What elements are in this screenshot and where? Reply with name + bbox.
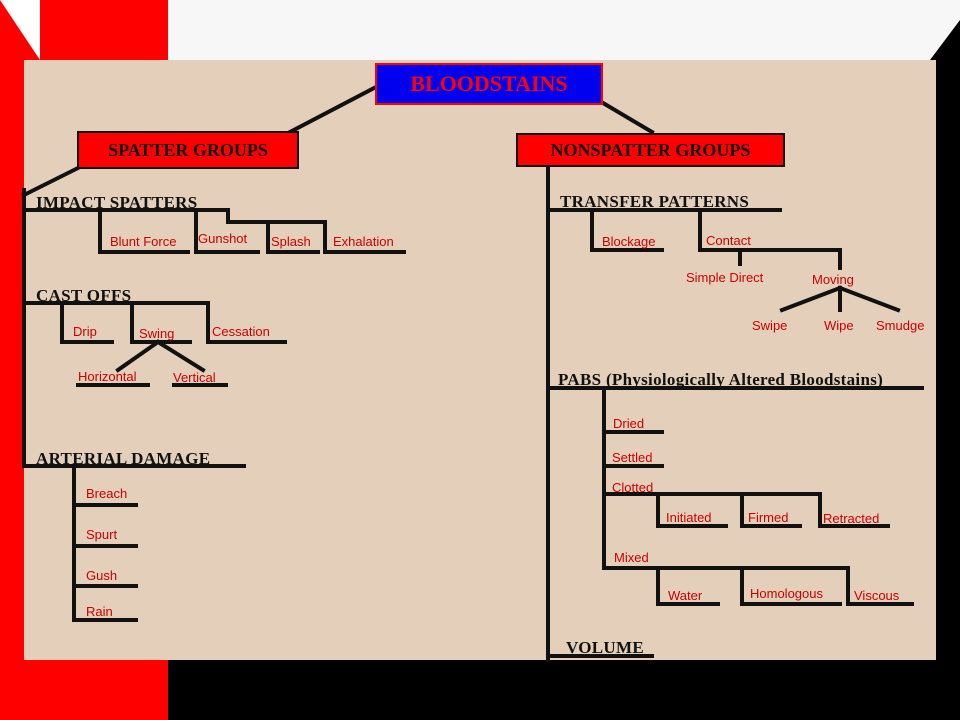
cast-off-item-cessation: Cessation	[212, 324, 270, 339]
impact-item-splash: Splash	[271, 234, 311, 249]
arterial-damage-label: ARTERIAL DAMAGE	[36, 449, 211, 468]
cast-offs-label: CAST OFFS	[36, 286, 132, 305]
spatter-groups-box: SPATTER GROUPS	[77, 131, 299, 169]
pabs-label: PABS (Physiologically Altered Bloodstain…	[558, 370, 884, 389]
root-to-nonspatter-line	[595, 97, 655, 135]
clotted-child-firmed: Firmed	[748, 510, 789, 525]
mixed-child-homologous: Homologous	[750, 586, 823, 601]
pabs-item-mixed: Mixed	[614, 550, 649, 565]
swing-child-horizontal: Horizontal	[78, 369, 137, 384]
clotted-child-initiated: Initiated	[666, 510, 712, 525]
cast-off-item-drip: Drip	[73, 324, 97, 339]
mixed-child-viscous: Viscous	[854, 588, 900, 603]
black-right-bar	[936, 60, 960, 720]
impact-item-blunt-force: Blunt Force	[110, 234, 177, 249]
volume-label: VOLUME	[566, 638, 644, 657]
contact-child-simple-direct: Simple Direct	[686, 270, 764, 285]
transfer-item-blockage: Blockage	[602, 234, 656, 249]
clotted-child-retracted: Retracted	[823, 511, 880, 526]
arterial-item-spurt: Spurt	[86, 527, 118, 542]
arterial-item-rain: Rain	[86, 604, 113, 619]
cast-off-item-swing: Swing	[139, 326, 175, 341]
impact-item-exhalation: Exhalation	[333, 234, 394, 249]
black-corner-wedge	[930, 20, 960, 60]
moving-child-swipe: Swipe	[752, 318, 788, 333]
contact-child-moving: Moving	[812, 272, 854, 287]
moving-child-smudge: Smudge	[876, 318, 925, 333]
pabs-item-clotted: Clotted	[612, 480, 654, 495]
arterial-item-breach: Breach	[86, 486, 128, 501]
impact-spatters-label: IMPACT SPATTERS	[36, 193, 198, 212]
spatter-to-trunk-line	[21, 165, 81, 198]
root-to-spatter-line	[287, 83, 381, 135]
root-node-bloodstains: BLOODSTAINS	[375, 63, 603, 105]
impact-item-gunshot: Gunshot	[198, 231, 248, 246]
red-bar-corner-cut	[0, 0, 40, 60]
moving-child-wipe: Wipe	[824, 318, 854, 333]
swing-child-vertical: Vertical	[173, 370, 216, 385]
arterial-item-gush: Gush	[86, 568, 118, 583]
black-bottom-bar	[168, 660, 960, 720]
pabs-item-settled: Settled	[612, 450, 653, 465]
transfer-item-contact: Contact	[706, 233, 751, 248]
mixed-child-water: Water	[668, 588, 703, 603]
transfer-patterns-label: TRANSFER PATTERNS	[560, 192, 750, 211]
pabs-item-dried: Dried	[613, 416, 645, 431]
nonspatter-groups-box: NONSPATTER GROUPS	[516, 133, 785, 167]
